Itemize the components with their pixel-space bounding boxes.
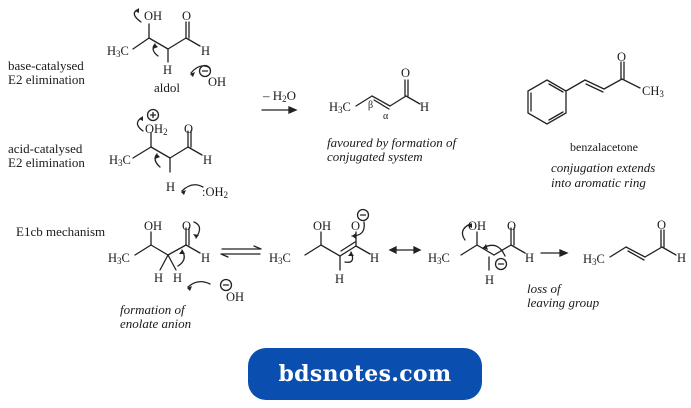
atom-oh: OH	[313, 219, 332, 233]
atom-h3c: H3C	[269, 251, 291, 266]
atom-h3c: H3C	[583, 252, 605, 267]
atom-o: O	[507, 219, 517, 233]
atom-h: H	[166, 180, 176, 194]
carbanion-structure	[460, 227, 526, 271]
minus-water-label: – H2O	[263, 88, 297, 104]
beta-label: β	[368, 100, 374, 111]
curly-arrow-icon	[461, 223, 471, 241]
atom-oh: OH	[468, 219, 487, 233]
atom-h: H	[203, 153, 213, 167]
enolate-caption: enolate anion	[120, 316, 192, 331]
alpha-label: α	[383, 111, 389, 122]
negative-charge-icon	[356, 208, 370, 222]
atom-ch3: CH3	[642, 84, 664, 99]
atom-oh: OH	[144, 9, 163, 23]
atom-h: H	[335, 272, 345, 286]
atom-h: H	[201, 44, 211, 58]
e2-elimination-label: E2 elimination	[8, 155, 85, 170]
hydroxide-ion: OH	[226, 290, 245, 304]
curly-arrow-icon	[187, 280, 211, 288]
atom-o: O	[617, 50, 627, 64]
atom-o: O	[657, 218, 667, 232]
enolate-caption: formation of	[120, 302, 185, 317]
atom-h: H	[677, 251, 687, 265]
aldol-label: aldol	[154, 80, 180, 95]
atom-o: O	[184, 122, 194, 136]
final-crotonaldehyde-structure	[609, 229, 677, 261]
positive-charge-icon	[146, 108, 160, 122]
conjugation-caption: favoured by formation of	[327, 135, 457, 150]
benzalacetone-label: benzalacetone	[570, 140, 638, 154]
atom-o: O	[182, 219, 192, 233]
atom-h: H	[163, 63, 173, 77]
atom-h: H	[370, 251, 380, 265]
aldol-structure	[132, 21, 201, 63]
atom-h3c: H3C	[329, 100, 351, 115]
crotonaldehyde-structure	[355, 79, 421, 110]
benzalacetone-structure	[527, 61, 641, 125]
atom-h: H	[525, 251, 535, 265]
curly-arrow-icon	[181, 184, 204, 192]
atom-h: H	[201, 251, 211, 265]
e2-elimination-label: E2 elimination	[8, 72, 85, 87]
protonated-aldol-structure	[132, 130, 203, 173]
atom-h3c: H3C	[428, 251, 450, 266]
watermark-banner: bdsnotes.com	[248, 348, 482, 400]
atom-h3c: H3C	[109, 153, 131, 168]
atom-oh2: OH2	[145, 122, 168, 137]
atom-o: O	[182, 9, 192, 23]
atom-h: H	[485, 273, 495, 287]
leaving-group-caption: leaving group	[527, 295, 600, 310]
water-molecule: :OH2	[202, 185, 229, 200]
conjugation-caption: conjugated system	[327, 149, 423, 164]
negative-charge-icon	[198, 64, 212, 78]
e1cb-label: E1cb mechanism	[16, 224, 106, 239]
enolate-structure	[304, 231, 371, 271]
atom-o: O	[351, 219, 361, 233]
curly-arrow-icon	[152, 43, 159, 57]
atom-oh: OH	[144, 219, 163, 233]
e1cb-aldol-structure	[134, 227, 201, 271]
curly-arrow-icon	[154, 153, 161, 168]
hydroxide-ion: OH	[208, 75, 227, 89]
atom-o: O	[401, 66, 411, 80]
atom-h: H	[173, 271, 183, 285]
base-catalysed-label: base-catalysed	[8, 58, 84, 73]
negative-charge-icon	[494, 257, 508, 271]
acid-catalysed-label: acid-catalysed	[8, 141, 83, 156]
benzalacetone-caption: into aromatic ring	[551, 175, 646, 190]
atom-h3c: H3C	[108, 251, 130, 266]
negative-charge-icon	[219, 278, 233, 292]
leaving-group-caption: loss of	[527, 281, 561, 296]
atom-h3c: H3C	[107, 44, 129, 59]
atom-h: H	[154, 271, 164, 285]
benzalacetone-caption: conjugation extends	[551, 160, 656, 175]
watermark-text: bdsnotes.com	[278, 361, 452, 387]
atom-h: H	[420, 100, 430, 114]
